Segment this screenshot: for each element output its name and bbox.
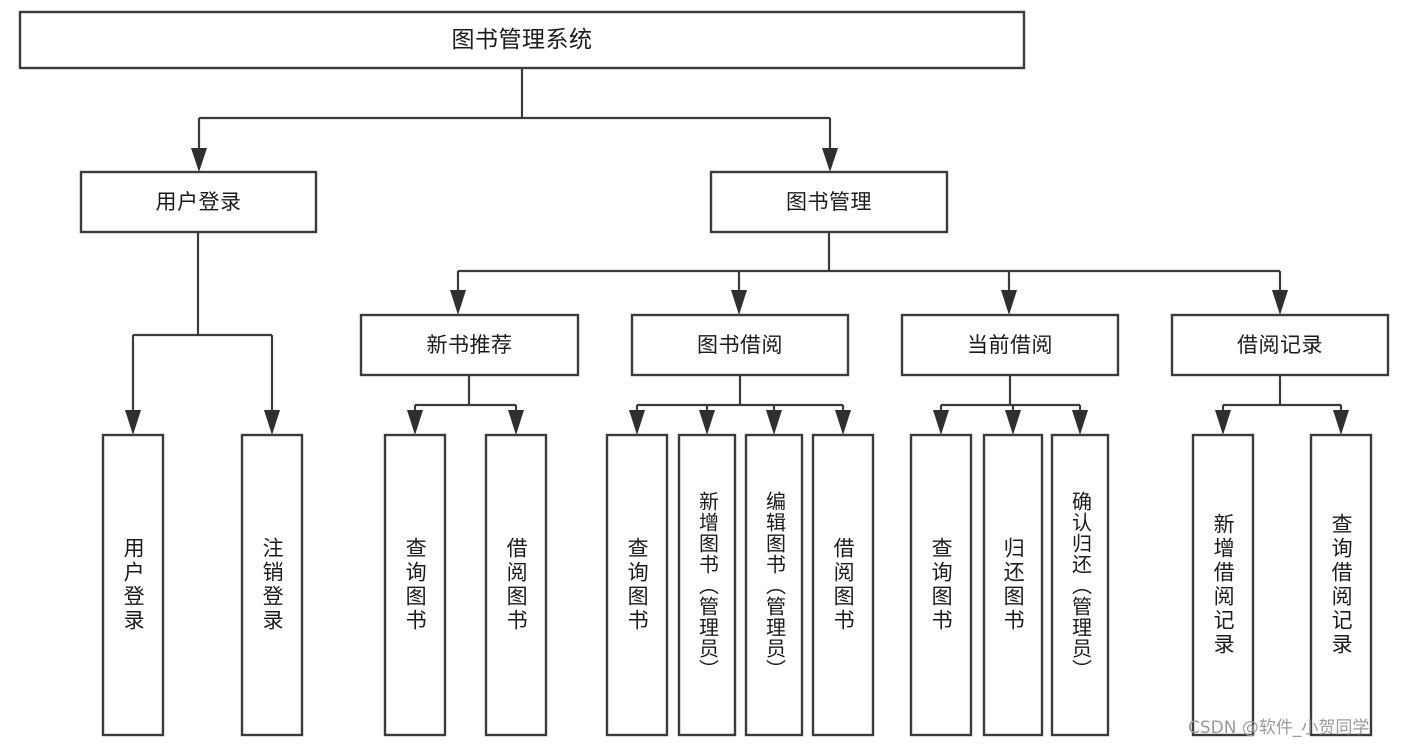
- arrow-head-leaf-query-book-1: [407, 410, 423, 435]
- arrow-head-leaf-borrow-book-2: [835, 410, 851, 435]
- connector-layer: [125, 68, 1349, 435]
- node-box-book-manage[interactable]: [709, 170, 949, 234]
- node-box-leaf-add-record[interactable]: [1191, 433, 1255, 737]
- edge-current-borrow-bus: [939, 375, 1082, 412]
- node-box-leaf-borrow-book-1[interactable]: [484, 433, 548, 737]
- arrow-head-book-manage: [822, 148, 838, 172]
- arrow-head-leaf-add-record: [1215, 410, 1231, 435]
- edge-borrow-record-bus: [1221, 375, 1343, 412]
- node-box-leaf-query-book-3[interactable]: [909, 433, 973, 737]
- arrow-head-borrow-record: [1272, 290, 1288, 315]
- node-box-leaf-borrow-book-2[interactable]: [811, 433, 875, 737]
- arrow-head-leaf-logout: [264, 410, 280, 435]
- arrow-head-leaf-user-login: [125, 410, 141, 435]
- node-box-borrow-record[interactable]: [1170, 313, 1390, 377]
- node-box-leaf-edit-book[interactable]: [744, 433, 804, 737]
- node-box-leaf-add-book[interactable]: [677, 433, 737, 737]
- node-box-layer: [18, 10, 1390, 737]
- arrow-head-leaf-confirm-return: [1072, 410, 1088, 435]
- node-box-root[interactable]: [18, 10, 1026, 70]
- arrow-head-leaf-query-book-3: [933, 410, 949, 435]
- edge-book-manage-bus: [456, 232, 1282, 292]
- edge-book-borrow-bus: [635, 375, 845, 412]
- arrow-head-leaf-return-book: [1005, 410, 1021, 435]
- node-box-leaf-query-record[interactable]: [1309, 433, 1373, 737]
- node-box-leaf-query-book-2[interactable]: [605, 433, 669, 737]
- edge-user-login-bus: [131, 232, 274, 412]
- node-box-book-borrow[interactable]: [630, 313, 850, 377]
- arrow-head-leaf-borrow-book-1: [508, 410, 524, 435]
- arrow-head-book-borrow: [731, 290, 747, 315]
- node-box-leaf-confirm-return[interactable]: [1050, 433, 1110, 737]
- arrow-head-leaf-query-book-2: [629, 410, 645, 435]
- edge-root-bus: [197, 68, 832, 150]
- node-box-leaf-user-login[interactable]: [101, 433, 165, 737]
- arrow-head-user-login: [191, 148, 207, 172]
- arrow-head-leaf-edit-book: [766, 410, 782, 435]
- node-box-leaf-logout[interactable]: [240, 433, 304, 737]
- node-box-new-book-rec[interactable]: [359, 313, 580, 377]
- node-box-current-borrow[interactable]: [900, 313, 1120, 377]
- node-box-leaf-query-book-1[interactable]: [383, 433, 447, 737]
- arrow-head-current-borrow: [1001, 290, 1017, 315]
- node-box-user-login[interactable]: [79, 170, 318, 234]
- node-box-leaf-return-book[interactable]: [982, 433, 1044, 737]
- arrow-head-leaf-query-record: [1333, 410, 1349, 435]
- edge-new-book-rec-bus: [413, 375, 518, 412]
- arrow-head-new-book-rec: [450, 290, 466, 315]
- arrow-head-leaf-add-book: [699, 410, 715, 435]
